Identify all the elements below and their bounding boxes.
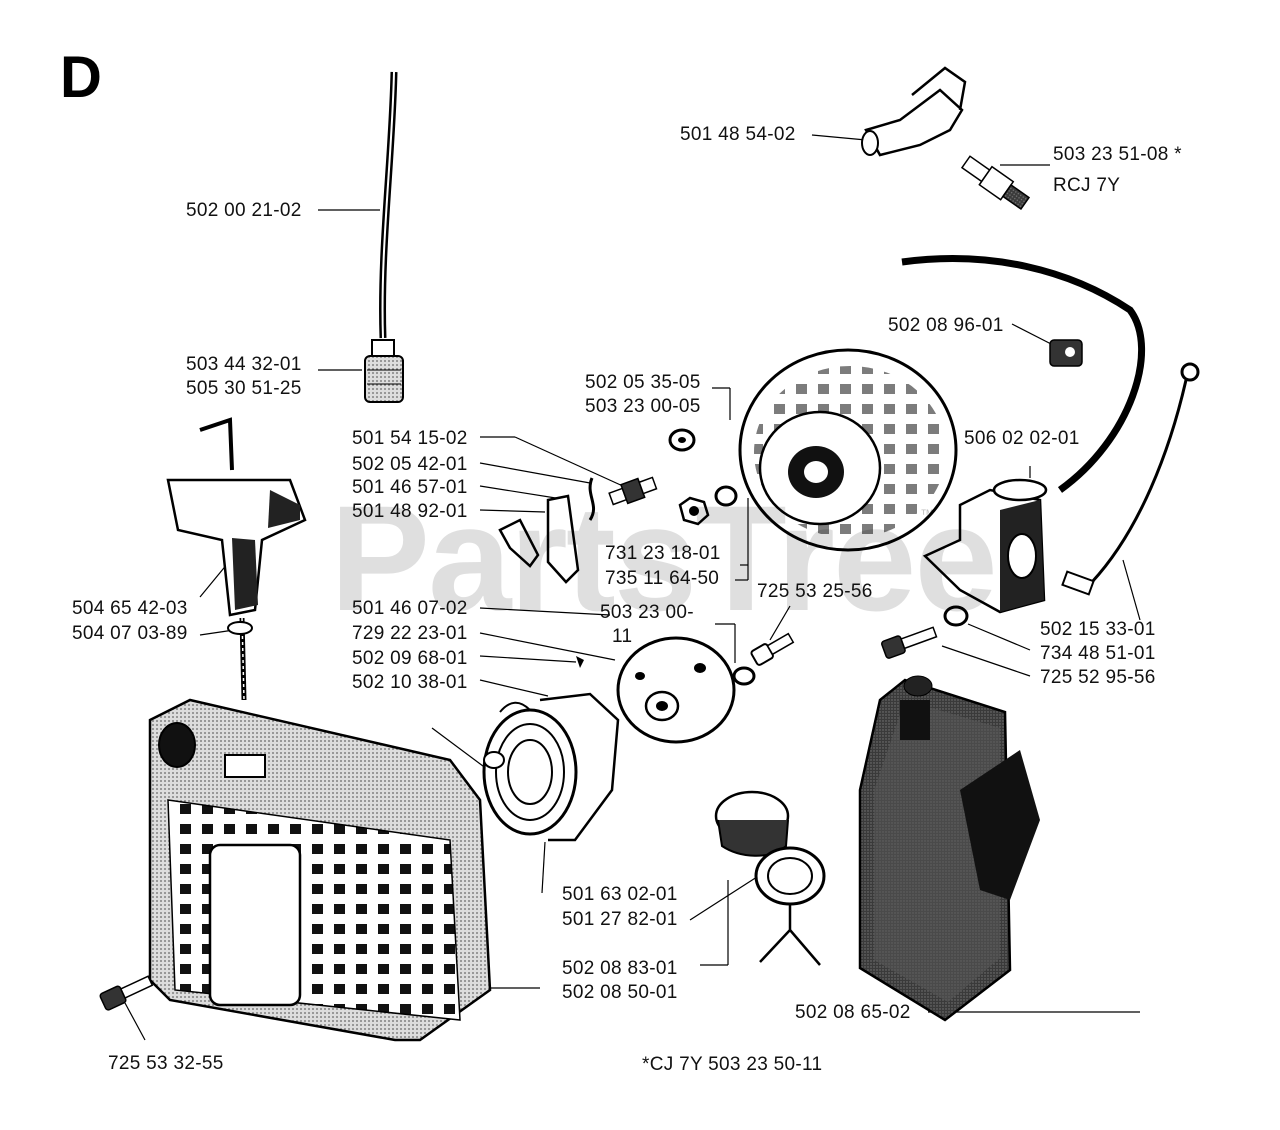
part-label-spark-plug-type: RCJ 7Y (1053, 175, 1121, 196)
coil-bolt (881, 626, 938, 659)
starter-pulley (616, 636, 736, 744)
footnote: *CJ 7Y 503 23 50-11 (642, 1054, 823, 1075)
part-label-cap: 502 08 83-01 (562, 958, 678, 979)
part-label-handle: 504 65 42-03 (72, 598, 188, 619)
washer-mid (732, 666, 756, 686)
pulley-screw (576, 656, 584, 668)
part-label-nut-alt: 735 11 64-50 (605, 568, 720, 589)
flywheel (738, 348, 958, 552)
part-label-pawl-3: 501 46 57-01 (352, 477, 468, 498)
part-label-fan-housing: 502 08 65-02 (795, 1002, 911, 1023)
part-label-pawl-4: 501 48 92-01 (352, 501, 468, 522)
bolt-mid (750, 632, 795, 666)
starter-handle (166, 417, 307, 701)
part-label-spark-plug: 503 23 51-08 * (1053, 144, 1182, 165)
part-label-pawl-2: 502 05 42-01 (352, 454, 468, 475)
leader-lines (124, 134, 1141, 1041)
part-label-handle-alt: 504 07 03-89 (72, 623, 188, 644)
part-label-washer-suffix: 11 (612, 626, 633, 647)
part-label-coil-washer: 734 48 51-01 (1040, 643, 1156, 664)
pawl (546, 494, 580, 584)
part-label-wire: 502 15 33-01 (1040, 619, 1156, 640)
part-label-hose: 502 00 21-02 (186, 200, 302, 221)
part-label-screw-mid: 725 53 25-56 (757, 581, 873, 602)
part-label-cap-alt: 502 08 50-01 (562, 982, 678, 1003)
ground-wire (1061, 362, 1200, 596)
washer-flywheel (668, 428, 696, 452)
part-label-screw-left: 725 53 32-55 (108, 1053, 224, 1074)
ignition-coil (922, 478, 1048, 614)
watermark-trademark: ™ (920, 506, 934, 522)
part-label-spring: 501 63 02-01 (562, 884, 678, 905)
pawl-stud (608, 476, 658, 506)
part-label-clamp: 502 08 96-01 (888, 315, 1004, 336)
spring-housing (482, 692, 620, 842)
part-label-fuel-filter: 503 44 32-01 (186, 354, 302, 375)
spark-plug-boot (861, 66, 967, 157)
coil-washer (943, 605, 969, 627)
part-label-pulley-2: 729 22 23-01 (352, 623, 468, 644)
part-label-coil: 506 02 02-01 (964, 428, 1080, 449)
fuel-filter (364, 339, 404, 403)
clamp (1049, 339, 1083, 367)
part-label-fuel-filter-alt: 505 30 51-25 (186, 378, 302, 399)
part-label-pulley-3: 502 09 68-01 (352, 648, 468, 669)
pawl-spring (588, 477, 596, 521)
part-label-pawl-1: 501 54 15-02 (352, 428, 468, 449)
fuel-cap (714, 790, 826, 966)
starter-cover (148, 698, 492, 1042)
bolt-left (99, 975, 154, 1011)
part-label-flywheel: 502 05 35-05 (585, 372, 701, 393)
part-label-pulley-4: 502 10 38-01 (352, 672, 468, 693)
ignition-lead (901, 255, 1146, 493)
part-label-boot: 501 48 54-02 (680, 124, 796, 145)
fan-housing (858, 675, 1040, 1022)
pawl-guide (498, 518, 540, 568)
nut (678, 496, 710, 526)
part-label-spring-alt: 501 27 82-01 (562, 909, 678, 930)
section-letter: D (60, 45, 102, 110)
part-label-washer: 503 23 00- (600, 602, 694, 623)
part-label-flywheel-alt: 503 23 00-05 (585, 396, 701, 417)
part-label-pulley-1: 501 46 07-02 (352, 598, 468, 619)
part-label-coil-screw: 725 52 95-56 (1040, 667, 1156, 688)
spark-plug (960, 155, 1031, 211)
washer (714, 485, 738, 507)
part-label-nut: 731 23 18-01 (605, 543, 721, 564)
